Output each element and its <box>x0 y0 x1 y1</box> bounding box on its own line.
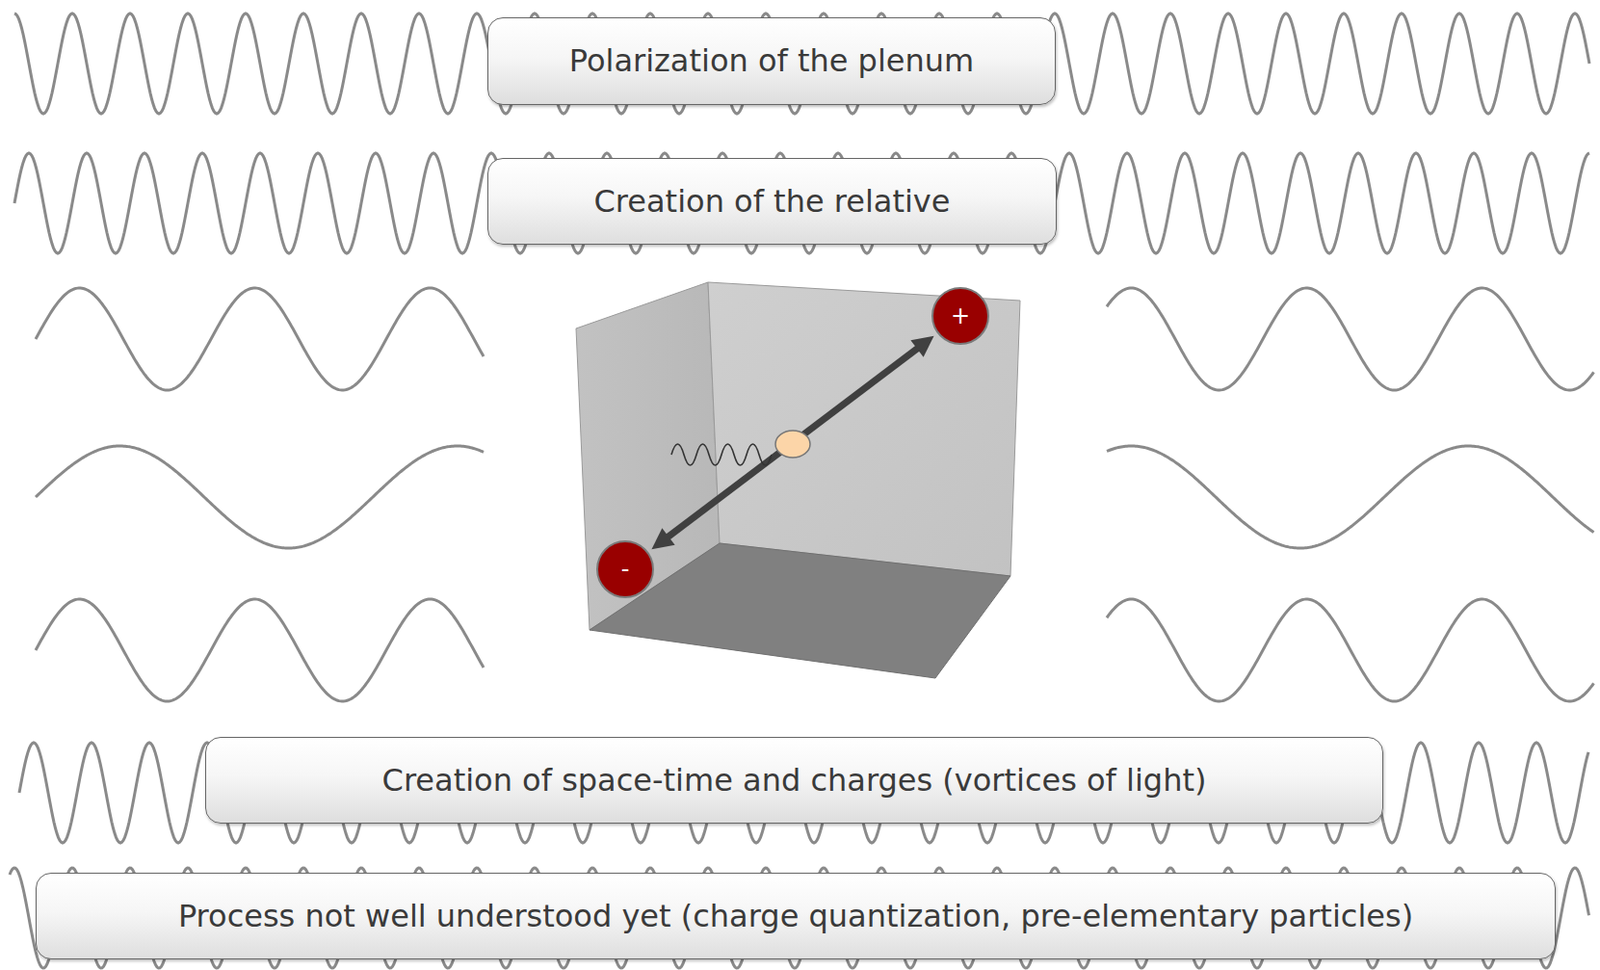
process-box: Polarization of the plenum <box>487 17 1056 105</box>
wave-line <box>1106 599 1595 702</box>
wave-line <box>35 288 484 391</box>
node-text: - <box>621 557 630 581</box>
wave-line <box>1106 445 1595 549</box>
positive-charge: + <box>931 287 990 345</box>
space-box <box>576 282 1021 679</box>
wave-line <box>35 599 484 702</box>
photon-wave <box>671 444 772 466</box>
back-wall <box>708 282 1021 577</box>
process-box: Creation of space-time and charges (vort… <box>205 736 1384 824</box>
wave-line <box>9 867 1590 969</box>
note-box: Process not well understood yet (charge … <box>35 872 1556 960</box>
negative-charge: - <box>596 540 655 599</box>
wave-line <box>1106 288 1595 391</box>
wave-line <box>14 13 1590 114</box>
wave-line <box>14 153 1590 254</box>
dipole-arrow <box>664 345 920 539</box>
particle-oval <box>775 430 811 458</box>
wave-line <box>35 445 484 549</box>
node-text: Process not well understood yet (charge … <box>178 897 1414 935</box>
node-text: Creation of the relative <box>594 183 951 220</box>
node-text: Creation of space-time and charges (vort… <box>382 761 1207 799</box>
wave-rows <box>9 13 1595 969</box>
node-text: + <box>950 304 971 328</box>
node-text: Polarization of the plenum <box>569 42 974 79</box>
process-box: Creation of the relative <box>487 157 1057 245</box>
